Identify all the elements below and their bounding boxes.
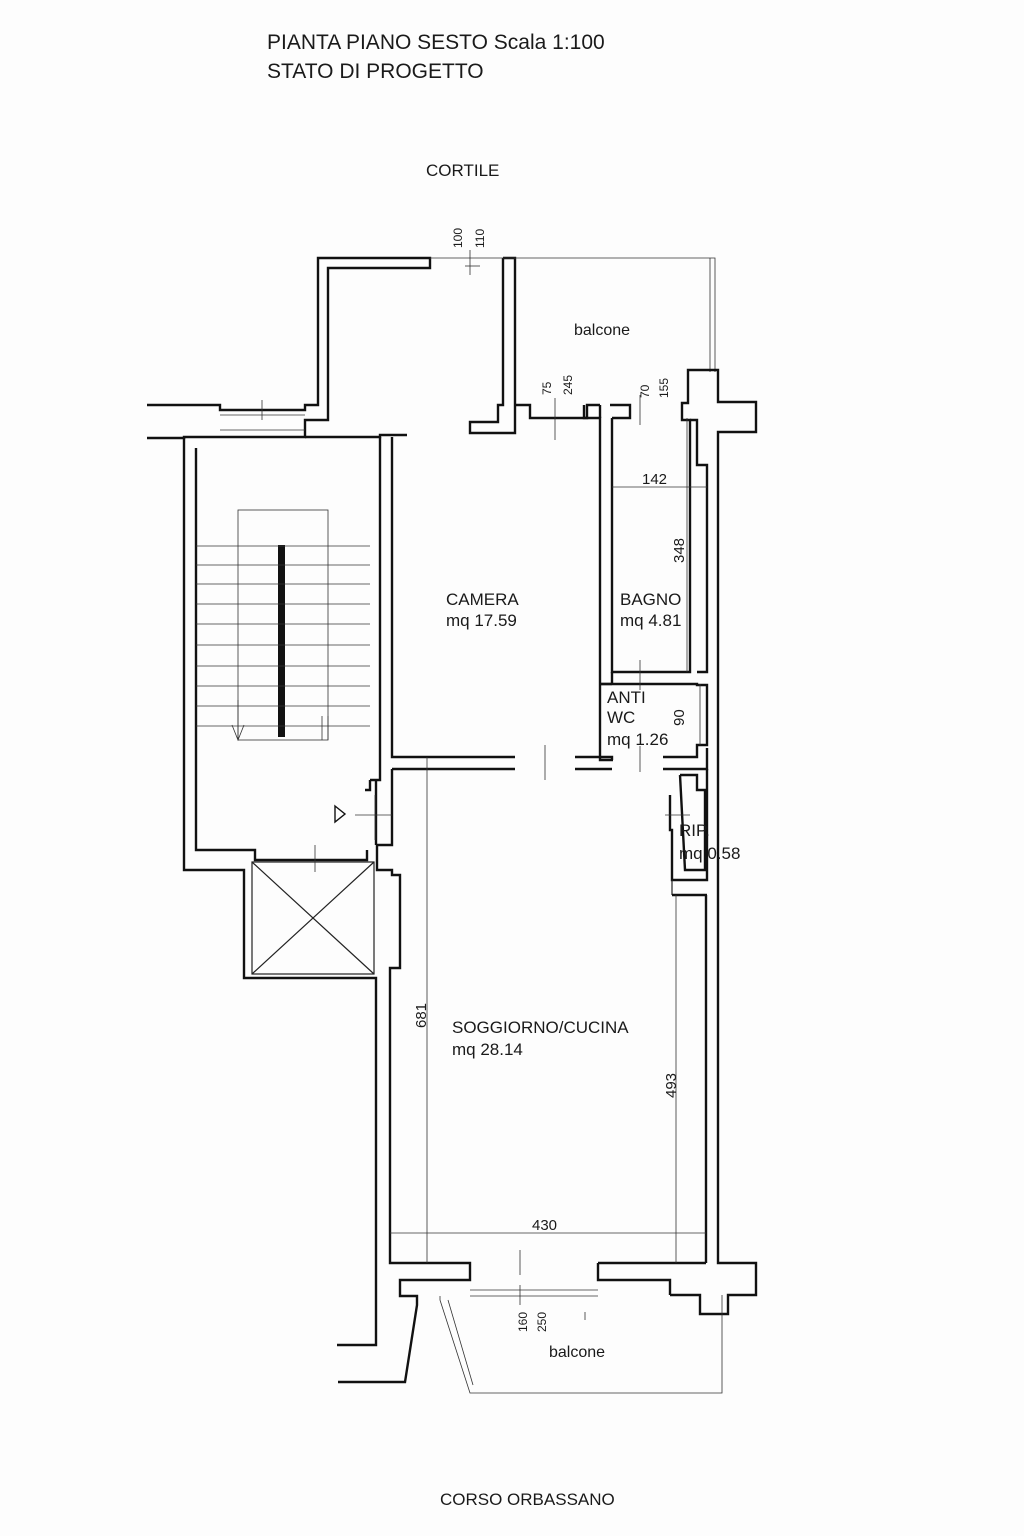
dim-493: 493 [663, 1073, 680, 1098]
opening-marks [220, 250, 690, 1320]
dim-75: 75 [540, 381, 554, 395]
room-rip-name: RIP. [679, 821, 710, 840]
room-antiwc-area: mq 1.26 [607, 730, 668, 749]
room-bagno-name: BAGNO [620, 590, 681, 609]
dim-160: 160 [516, 1312, 530, 1332]
room-bagno-area: mq 4.81 [620, 611, 681, 630]
room-balcone-bottom: balcone [549, 1344, 605, 1361]
room-antiwc-name1: ANTI [607, 688, 646, 707]
dim-245: 245 [561, 375, 575, 395]
dim-155: 155 [657, 378, 671, 398]
plan-title: PIANTA PIANO SESTO Scala 1:100 [267, 31, 605, 54]
room-camera-name: CAMERA [446, 590, 519, 609]
dim-110: 110 [473, 229, 487, 248]
dim-681: 681 [413, 1003, 430, 1028]
dimension-lines [390, 418, 707, 1263]
dim-348: 348 [671, 538, 688, 563]
walls [147, 256, 758, 1394]
label-cortile: CORTILE [426, 161, 499, 180]
dim-70: 70 [638, 384, 652, 398]
plan-subtitle: STATO DI PROGETTO [267, 60, 484, 83]
room-balcone-top: balcone [574, 322, 630, 339]
dim-90: 90 [671, 709, 688, 726]
staircase [196, 509, 370, 824]
room-rip-area: mq 0.58 [679, 844, 740, 863]
room-camera-area: mq 17.59 [446, 611, 517, 630]
dim-250: 250 [535, 1312, 549, 1332]
room-soggiorno-area: mq 28.14 [452, 1040, 523, 1059]
arrow-icon [334, 804, 347, 824]
label-corso-orbassano: CORSO ORBASSANO [440, 1490, 615, 1509]
room-soggiorno-name: SOGGIORNO/CUCINA [452, 1018, 629, 1037]
dim-430: 430 [532, 1217, 557, 1234]
room-antiwc-name2: WC [607, 708, 635, 727]
dim-142: 142 [642, 471, 667, 488]
dim-100: 100 [451, 228, 465, 248]
